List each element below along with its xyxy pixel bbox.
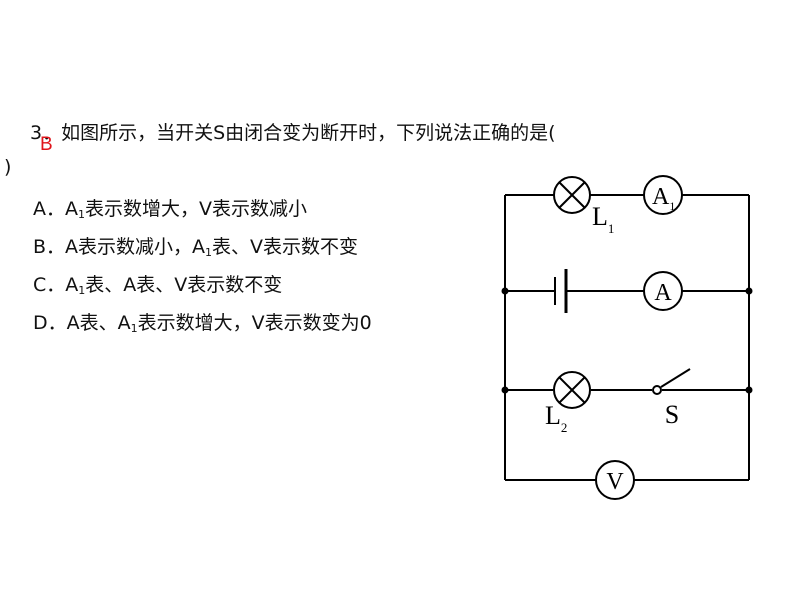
junction-dot — [501, 386, 509, 394]
ammeter-label: A — [654, 280, 672, 306]
option-b[interactable]: B．A表示数减小，A1表、V表示数不变 — [33, 236, 359, 259]
voltmeter-label: V — [606, 469, 624, 495]
ammeter-a1-label: A1 — [652, 184, 675, 213]
voltmeter-icon — [595, 460, 635, 500]
lamp-l1-label: L1 — [592, 202, 614, 236]
junction-dot — [501, 287, 509, 295]
question-stem-close: ) — [4, 156, 12, 178]
lamp-l2-icon — [553, 371, 591, 409]
lamp-l1-icon — [553, 176, 591, 214]
junction-dot — [745, 386, 753, 394]
option-a[interactable]: A．A1表示数增大，V表示数减小 — [33, 198, 307, 221]
switch-label: S — [665, 400, 679, 429]
junction-dot — [745, 287, 753, 295]
option-d[interactable]: D．A表、A1表示数增大，V表示数变为0 — [33, 312, 372, 335]
lamp-l2-label: L2 — [545, 401, 567, 435]
switch-icon — [652, 368, 691, 395]
answer-mark: B — [40, 134, 53, 155]
option-c[interactable]: C．A1表、A表、V表示数不变 — [33, 274, 283, 297]
ammeter-a1-icon — [643, 175, 683, 215]
question-stem: 3．如图所示，当开关S由闭合变为断开时，下列说法正确的是( — [30, 122, 556, 144]
battery-icon — [554, 269, 568, 313]
ammeter-icon — [643, 271, 683, 311]
